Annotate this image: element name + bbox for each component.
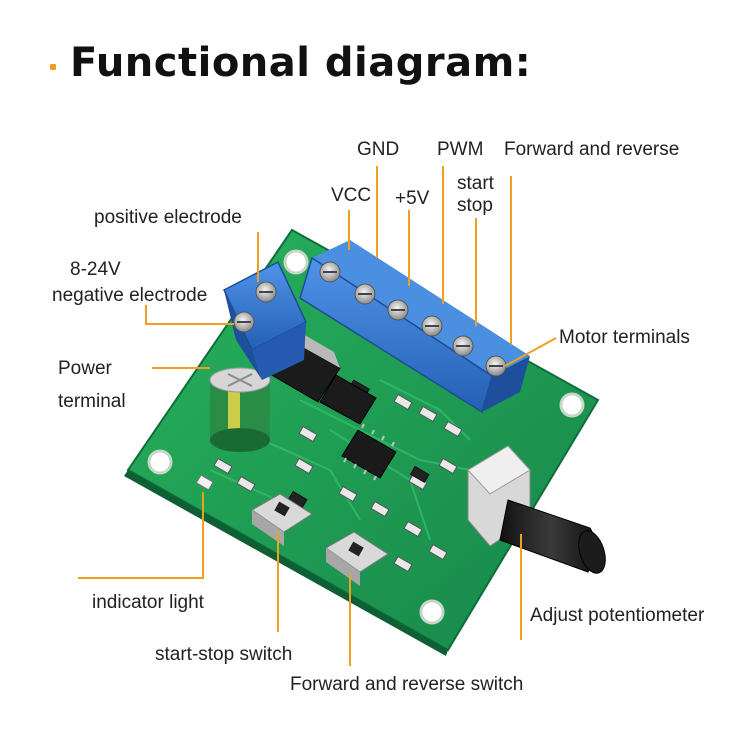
electrolytic-capacitor [209, 367, 271, 452]
label-gnd: GND [357, 139, 400, 160]
title-bullet [50, 64, 56, 70]
potentiometer-part [467, 445, 606, 574]
label-negative-electrode: negative electrode [52, 285, 208, 306]
label-5v: +5V [395, 188, 430, 209]
label-start-stop-switch: start-stop switch [155, 644, 293, 665]
label-motor-terminals: Motor terminals [559, 327, 690, 348]
label-forward-reverse-switch: Forward and reverse switch [290, 674, 524, 695]
signal-terminal-block [299, 240, 530, 414]
label-indicator-light: indicator light [92, 592, 204, 613]
label-start: start [457, 173, 494, 194]
label-stop: stop [457, 195, 493, 216]
label-pwm: PWM [437, 139, 484, 160]
label-adjust-potentiometer: Adjust potentiometer [530, 605, 705, 626]
mount-hole [559, 392, 585, 418]
forward-reverse-switch-part [325, 531, 389, 586]
terminal-screw [319, 261, 507, 377]
label-power: Power [58, 358, 112, 379]
label-voltage-range: 8-24V [70, 259, 121, 280]
leader-lines [78, 166, 557, 666]
label-vcc: VCC [331, 185, 372, 206]
label-forward-reverse: Forward and reverse [504, 139, 680, 160]
mount-hole [283, 249, 309, 275]
power-terminal-block [223, 260, 307, 380]
label-positive-electrode: positive electrode [94, 207, 242, 228]
ic-chip [341, 423, 397, 481]
start-stop-switch-part [251, 493, 313, 546]
mount-hole [419, 599, 445, 625]
mount-hole [147, 449, 173, 475]
label-terminal: terminal [58, 391, 126, 412]
page-title: Functional diagram: [70, 40, 532, 86]
led [195, 474, 214, 491]
